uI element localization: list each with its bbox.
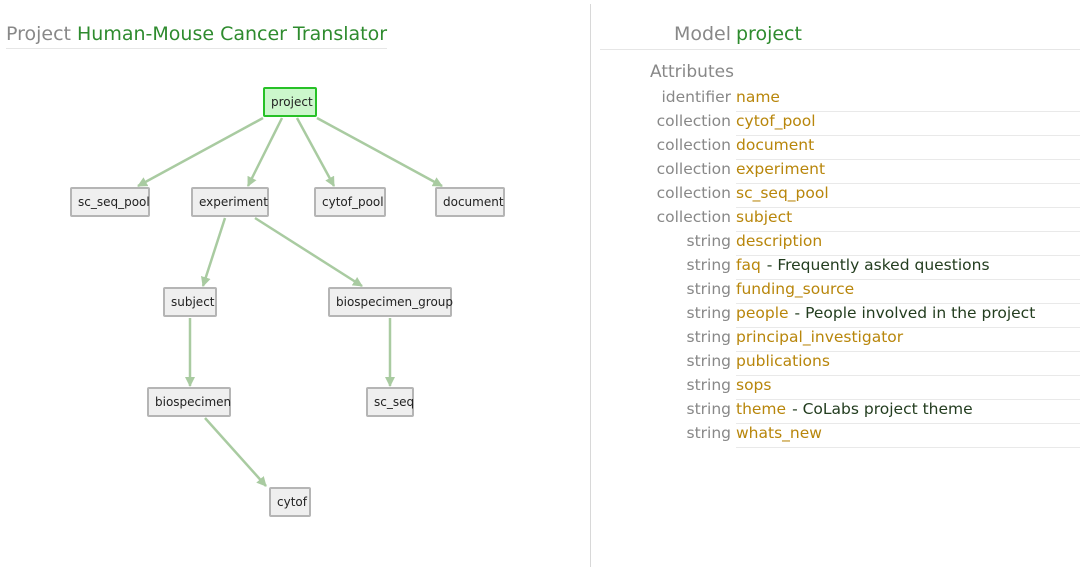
graph-node-experiment[interactable]: experiment — [191, 187, 269, 217]
attribute-type: string — [686, 328, 732, 346]
graph-edge-project-to-cytof_pool — [295, 117, 336, 187]
attribute-type: string — [686, 424, 732, 442]
attribute-name-publications[interactable]: publications — [736, 352, 830, 370]
attribute-type: collection — [656, 112, 731, 130]
graph-node-document[interactable]: document — [435, 187, 505, 217]
graph-edge-experiment-to-subject — [201, 217, 227, 287]
graph-node-sc_seq[interactable]: sc_seq — [366, 387, 414, 417]
attribute-name-description[interactable]: description — [736, 232, 823, 250]
attribute-type: string — [686, 376, 732, 394]
attribute-name-faq[interactable]: faq — [736, 256, 761, 274]
attribute-type: string — [686, 256, 732, 274]
attribute-name-experiment[interactable]: experiment — [736, 160, 826, 178]
attribute-cell: description — [736, 230, 1080, 256]
attribute-cell: principal_investigator — [736, 326, 1080, 352]
attribute-cell: subject — [736, 206, 1080, 232]
panel-divider — [590, 4, 591, 567]
attribute-description: - CoLabs project theme — [792, 400, 973, 418]
attribute-description: - People involved in the project — [794, 304, 1036, 322]
attribute-cell: sc_seq_pool — [736, 182, 1080, 208]
model-name: project — [736, 23, 802, 45]
graph-node-biospecimen_group[interactable]: biospecimen_group — [328, 287, 453, 317]
attribute-name-funding_source[interactable]: funding_source — [736, 280, 855, 298]
graph-edge-project-to-document — [316, 116, 443, 188]
attribute-cell: cytof_pool — [736, 110, 1080, 136]
attribute-name-sc_seq_pool[interactable]: sc_seq_pool — [736, 184, 829, 202]
attribute-type: string — [686, 400, 732, 418]
attribute-type: collection — [656, 184, 731, 202]
attribute-row-document: collection document — [600, 134, 1080, 160]
attribute-description: - Frequently asked questions — [766, 256, 990, 274]
attribute-type: string — [686, 352, 732, 370]
project-name: Human-Mouse Cancer Translator — [77, 23, 388, 45]
graph-node-cytof[interactable]: cytof — [269, 487, 311, 517]
graph-node-cytof_pool[interactable]: cytof_pool — [314, 187, 386, 217]
attribute-type: collection — [656, 208, 731, 226]
model-label: Model — [673, 23, 731, 45]
attribute-name-principal_investigator[interactable]: principal_investigator — [736, 328, 904, 346]
graph-edge-experiment-to-biospecimen_group — [254, 216, 363, 288]
attribute-cell: funding_source — [736, 278, 1080, 304]
attribute-cell: sops — [736, 374, 1080, 400]
attribute-cell: document — [736, 134, 1080, 160]
attribute-name-people[interactable]: people — [736, 304, 789, 322]
attribute-name-subject[interactable]: subject — [736, 208, 793, 226]
graph-node-biospecimen[interactable]: biospecimen — [147, 387, 231, 417]
model-graph — [137, 116, 443, 487]
attribute-row-cytof_pool: collection cytof_pool — [600, 110, 1080, 136]
attribute-cell: whats_new — [736, 422, 1080, 448]
model-title: Model project — [600, 23, 1080, 50]
attribute-type: identifier — [661, 88, 731, 106]
graph-edge-project-to-sc_seq_pool — [137, 116, 264, 188]
attribute-cell: name — [736, 86, 1080, 112]
attribute-name-cytof_pool[interactable]: cytof_pool — [736, 112, 816, 130]
graph-edge-biospecimen-to-cytof — [204, 417, 267, 487]
attribute-row-sc_seq_pool: collection sc_seq_pool — [600, 182, 1080, 208]
attribute-type: string — [686, 232, 732, 250]
graph-node-subject[interactable]: subject — [163, 287, 217, 317]
attribute-row-experiment: collection experiment — [600, 158, 1080, 184]
attribute-name-sops[interactable]: sops — [736, 376, 772, 394]
attribute-row-subject: collection subject — [600, 206, 1080, 232]
attribute-type: collection — [656, 160, 731, 178]
attribute-cell: theme - CoLabs project theme — [736, 398, 1080, 424]
attribute-name-theme[interactable]: theme — [736, 400, 787, 418]
graph-node-sc_seq_pool[interactable]: sc_seq_pool — [70, 187, 150, 217]
attribute-name-whats_new[interactable]: whats_new — [736, 424, 822, 442]
graph-node-project[interactable]: project — [263, 87, 317, 117]
attribute-type: collection — [656, 136, 731, 154]
project-label: Project — [6, 23, 72, 45]
attribute-type: string — [686, 304, 732, 322]
attributes-heading: Attributes — [650, 62, 734, 82]
attribute-cell: experiment — [736, 158, 1080, 184]
attribute-row-name: identifier name — [600, 86, 1080, 112]
attribute-name-name[interactable]: name — [736, 88, 780, 106]
graph-edge-project-to-experiment — [246, 117, 284, 187]
attribute-cell: people - People involved in the project — [736, 302, 1080, 328]
attribute-name-document[interactable]: document — [736, 136, 815, 154]
attribute-cell: faq - Frequently asked questions — [736, 254, 1080, 280]
attribute-cell: publications — [736, 350, 1080, 376]
attribute-type: string — [686, 280, 732, 298]
